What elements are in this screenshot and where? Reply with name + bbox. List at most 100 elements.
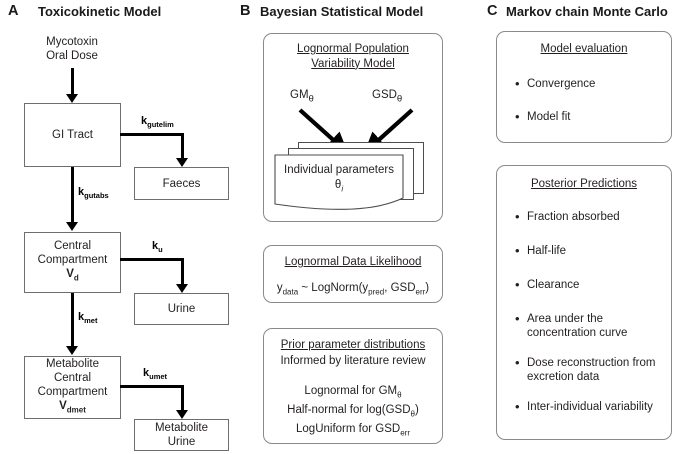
node-urine-label: Urine xyxy=(167,303,196,315)
arrow-dose-to-gi-shaft xyxy=(71,68,74,95)
node-central-volume-symbol: V xyxy=(66,268,74,281)
arrow-kmet-shaft xyxy=(71,293,74,348)
posterior-bullet-3: Area under the concentration curve xyxy=(527,313,628,339)
card-posterior-predictions: Posterior Predictions • Fraction absorbe… xyxy=(496,165,672,440)
prior-line-gsd-theta: Half-normal for log(GSDθ) xyxy=(264,403,442,422)
arrow-kmet-head xyxy=(66,346,78,355)
formula-pred-sub: pred xyxy=(368,286,385,296)
formula-comma: , GSD xyxy=(384,281,416,294)
oral-dose-input-label: Mycotoxin Oral Dose xyxy=(22,35,122,63)
node-metabolite-volume: Vdmet xyxy=(59,399,86,417)
node-metabolite-volume-sub: dmet xyxy=(66,405,86,415)
formula-y-sub: data xyxy=(282,286,299,296)
bullet-icon: • xyxy=(515,243,520,258)
model-evaluation-title: Model evaluation xyxy=(540,43,628,55)
node-gi-tract-label: GI Tract xyxy=(52,129,93,141)
posterior-predictions-title: Posterior Predictions xyxy=(530,178,638,190)
rate-kmet-sub: met xyxy=(84,316,98,326)
node-metabolite-line3: Compartment xyxy=(37,386,108,399)
bullet-icon: • xyxy=(515,109,520,124)
arrow-kumet-vertical xyxy=(181,385,184,413)
arrow-gutelim-head xyxy=(176,158,188,167)
rate-kumet-sub: umet xyxy=(149,372,168,382)
rate-ku-sub: u xyxy=(158,245,163,255)
list-item: • Inter-individual variability xyxy=(515,400,667,414)
node-metabolite-volume-symbol: V xyxy=(59,400,67,413)
prior-gsd-theta-sub: θ xyxy=(410,409,415,419)
prior-line-gsd-err: LogUniform for GSDerr xyxy=(264,422,442,441)
evaluation-bullet-0: Convergence xyxy=(527,78,596,90)
bullet-icon: • xyxy=(515,311,520,326)
stack-sheet-front-shape xyxy=(274,154,404,210)
prior-line-gm: Lognormal for GMθ xyxy=(264,384,442,403)
panel-a-title: Toxicokinetic Model xyxy=(38,4,162,19)
population-model-title-line1: Lognormal Population xyxy=(297,43,409,55)
list-item: • Model fit xyxy=(515,110,665,124)
prior-gsd-err-text: LogUniform for GSD xyxy=(296,422,401,435)
rate-gutabs-k: k xyxy=(78,186,85,198)
node-metabolite-urine-line1: Metabolite xyxy=(154,422,209,434)
node-gi-tract: GI Tract xyxy=(24,103,121,167)
posterior-bullet-4: Dose reconstruction from excretion data xyxy=(527,357,656,383)
formula-mid: ~ LogNorm(y xyxy=(298,281,369,294)
node-faeces-label: Faeces xyxy=(162,177,201,190)
bullet-icon: • xyxy=(515,209,520,224)
population-model-title-line2: Variability Model xyxy=(311,57,395,70)
card-data-likelihood: Lognormal Data Likelihood ydata ~ LogNor… xyxy=(263,245,443,303)
node-metabolite-urine: Metabolite Urine xyxy=(134,419,229,451)
theta-symbol: θ xyxy=(334,179,342,192)
posterior-bullet-0: Fraction absorbed xyxy=(527,211,620,223)
rate-label-gutabs: kgutabs xyxy=(78,186,109,200)
rate-ku-k: k xyxy=(152,240,159,252)
panel-c-letter: C xyxy=(487,3,498,19)
arrow-dose-to-gi-head xyxy=(66,94,78,103)
arrow-gutelim-vertical xyxy=(181,133,184,161)
arrow-ku-horizontal xyxy=(120,258,184,261)
rate-label-kmet: kmet xyxy=(78,311,97,325)
prior-gm-text: Lognormal for GM xyxy=(304,385,398,397)
rate-label-kumet: kumet xyxy=(143,367,167,381)
panel-bayesian-statistical-model: B Bayesian Statistical Model Lognormal P… xyxy=(235,0,485,454)
oral-dose-line1: Mycotoxin xyxy=(46,36,98,48)
card-prior-distributions: Prior parameter distributions Informed b… xyxy=(263,328,443,444)
arrow-gutabs-head xyxy=(66,222,78,231)
posterior-bullet-5: Inter-individual variability xyxy=(527,401,653,413)
node-metabolite-line2: Central xyxy=(53,372,92,385)
list-item: • Clearance xyxy=(515,278,667,292)
rate-kmet-k: k xyxy=(78,311,85,323)
oral-dose-line2: Oral Dose xyxy=(46,50,98,62)
param-gsd-symbol: GSD xyxy=(372,89,397,101)
bullet-icon: • xyxy=(515,399,520,414)
param-gsd-sub: θ xyxy=(396,93,403,105)
bullet-icon: • xyxy=(515,76,520,91)
bullet-icon: • xyxy=(515,355,520,370)
param-gm-sub: θ xyxy=(308,93,314,105)
node-metabolite-central-compartment: Metabolite Central Compartment Vdmet xyxy=(24,356,121,419)
prior-gsd-err-sub: err xyxy=(400,427,410,437)
arrow-gm-to-individual xyxy=(298,108,414,154)
list-item: • Area under the concentration curve xyxy=(515,312,661,340)
arrow-kumet-horizontal xyxy=(120,385,184,388)
node-faeces: Faeces xyxy=(134,167,229,200)
panel-b-title: Bayesian Statistical Model xyxy=(260,4,424,19)
node-central-line2: Compartment xyxy=(37,254,108,267)
individual-parameters-stack: Individual parameters θi xyxy=(274,142,438,214)
list-item: • Fraction absorbed xyxy=(515,210,667,224)
param-gm-symbol: GM xyxy=(290,89,309,101)
posterior-bullet-1: Half-life xyxy=(527,245,566,257)
arrow-ku-vertical xyxy=(181,258,184,287)
rate-gutelim-sub: gutelim xyxy=(147,120,174,130)
panel-c-title: Markov chain Monte Carlo xyxy=(506,4,668,19)
rate-kumet-k: k xyxy=(143,367,150,379)
card-model-evaluation: Model evaluation • Convergence • Model f… xyxy=(496,31,672,143)
card-population-variability-model: Lognormal Population Variability Model G… xyxy=(263,33,443,222)
priors-subtitle: Informed by literature review xyxy=(280,354,426,367)
evaluation-bullet-1: Model fit xyxy=(527,111,571,123)
formula-y: y xyxy=(276,281,283,294)
posterior-bullet-2: Clearance xyxy=(527,279,580,291)
node-urine: Urine xyxy=(134,293,229,325)
node-metabolite-urine-line2: Urine xyxy=(167,436,196,448)
bullet-icon: • xyxy=(515,277,520,292)
node-central-volume-sub: d xyxy=(73,273,79,283)
prior-gm-sub: θ xyxy=(397,390,402,400)
